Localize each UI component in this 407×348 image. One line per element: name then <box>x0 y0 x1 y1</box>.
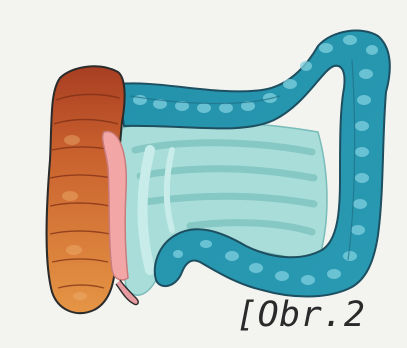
figure-caption: [Obr.2 <box>236 298 365 333</box>
